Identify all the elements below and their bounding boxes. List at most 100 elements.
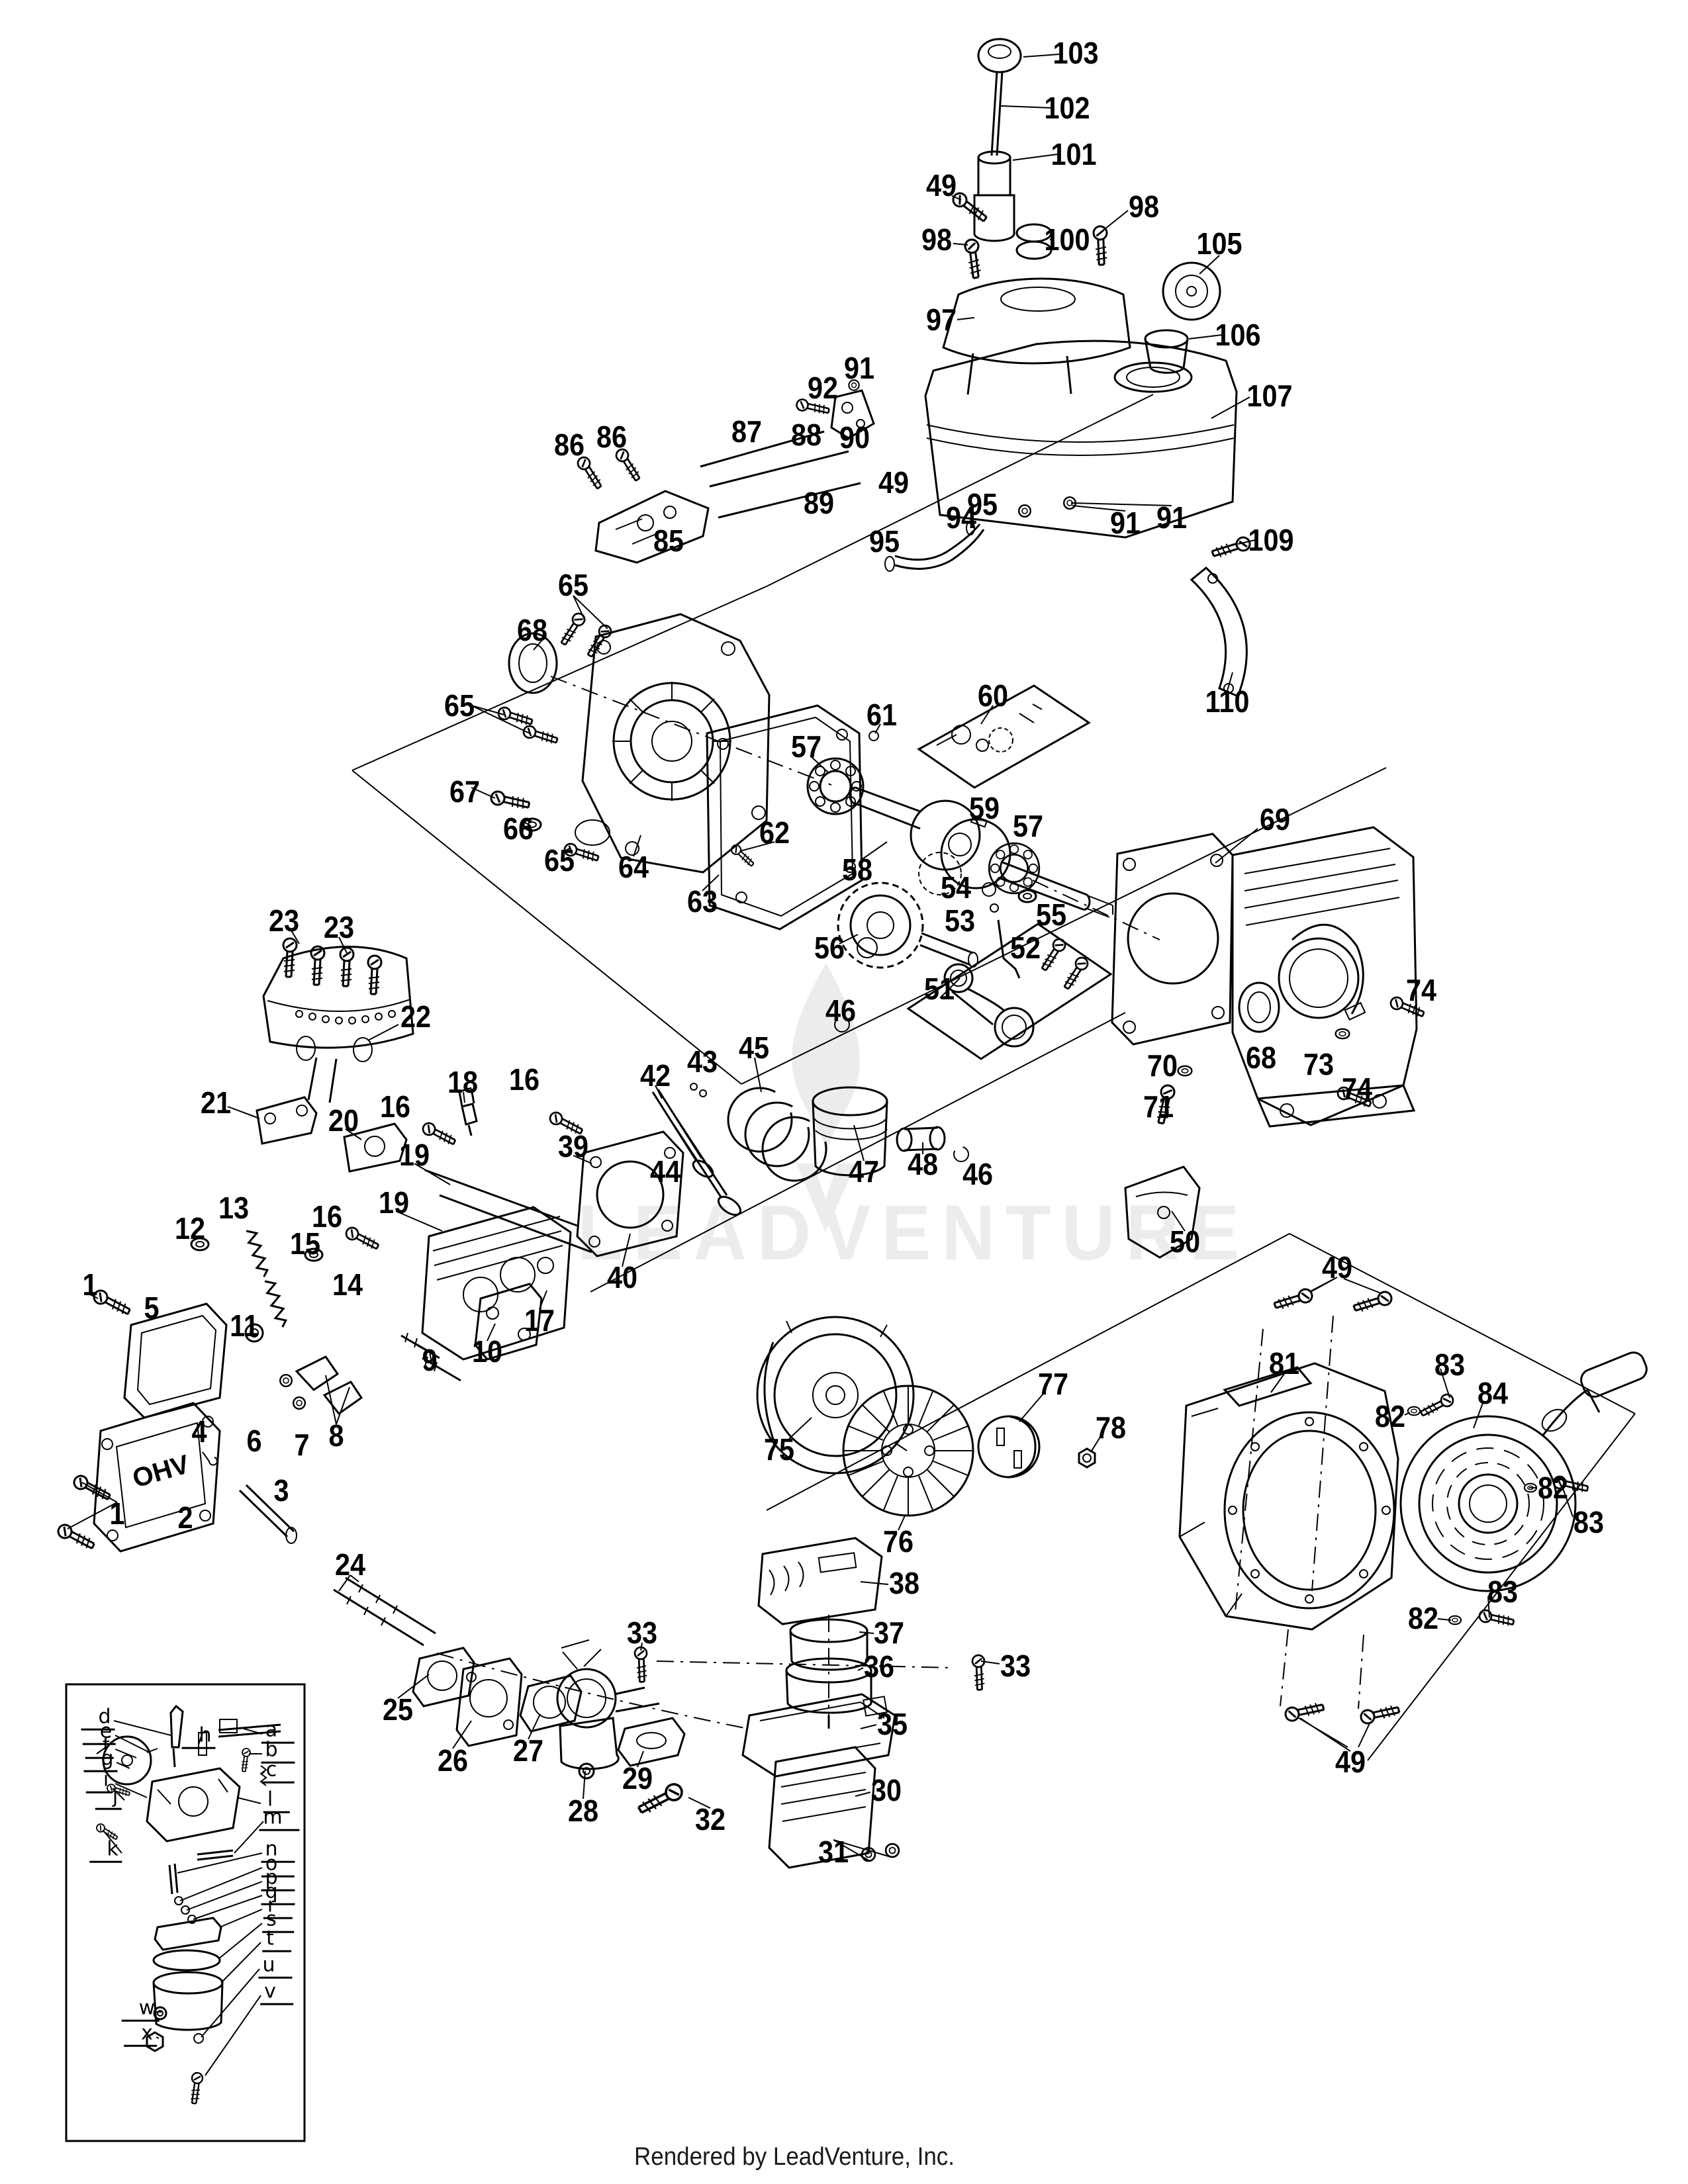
part-callout-31: 31 — [818, 1835, 849, 1869]
part-callout-33: 33 — [1000, 1649, 1031, 1683]
flywheel-drawing — [756, 1316, 1096, 1517]
part-callout-83: 83 — [1487, 1574, 1519, 1609]
part-callout-23: 23 — [323, 910, 355, 944]
part-callout-6: 6 — [246, 1424, 262, 1458]
leader-lines — [67, 54, 1573, 1862]
inset-callout-c: c — [261, 1760, 295, 1784]
part-callout-68: 68 — [1245, 1040, 1277, 1075]
part-callout-101: 101 — [1051, 137, 1097, 171]
part-callout-57: 57 — [790, 729, 822, 764]
part-callout-8: 8 — [328, 1418, 344, 1453]
part-callout-38: 38 — [888, 1566, 920, 1600]
part-callout-94: 94 — [945, 500, 977, 535]
part-callout-21: 21 — [200, 1085, 232, 1120]
part-callout-86: 86 — [596, 420, 628, 454]
part-callout-20: 20 — [328, 1103, 359, 1138]
part-callout-16: 16 — [379, 1089, 411, 1124]
part-callout-65: 65 — [444, 688, 475, 723]
part-callout-91: 91 — [1109, 506, 1141, 540]
part-callout-4: 4 — [191, 1414, 207, 1449]
part-callout-22: 22 — [400, 999, 432, 1034]
part-callout-81: 81 — [1268, 1346, 1300, 1381]
inset-callout-m: m — [259, 1807, 300, 1831]
part-callout-91: 91 — [843, 351, 875, 385]
part-callout-84: 84 — [1477, 1376, 1509, 1410]
part-callout-7: 7 — [294, 1428, 310, 1462]
part-callout-46: 46 — [825, 993, 857, 1028]
inset-callout-l: l — [263, 1790, 291, 1813]
part-callout-13: 13 — [218, 1191, 250, 1225]
part-callout-5: 5 — [144, 1291, 160, 1325]
part-callout-107: 107 — [1246, 379, 1293, 413]
part-callout-28: 28 — [567, 1794, 599, 1828]
part-callout-52: 52 — [1009, 931, 1041, 965]
inset-callout-f: f — [85, 1735, 114, 1759]
part-callout-88: 88 — [790, 418, 822, 452]
part-callout-82: 82 — [1374, 1399, 1406, 1433]
part-callout-65: 65 — [557, 568, 589, 602]
part-callout-60: 60 — [977, 678, 1009, 713]
part-callout-16: 16 — [311, 1199, 343, 1234]
part-callout-98: 98 — [921, 222, 953, 257]
part-callout-48: 48 — [907, 1147, 939, 1181]
part-callout-78: 78 — [1095, 1410, 1127, 1445]
part-callout-49: 49 — [925, 168, 957, 203]
inset-callout-i: i — [85, 1770, 113, 1794]
carburetor-inset-drawing — [65, 1683, 306, 2142]
part-callout-9: 9 — [422, 1343, 438, 1377]
part-callout-106: 106 — [1215, 318, 1261, 352]
part-callout-33: 33 — [626, 1615, 658, 1650]
part-callout-87: 87 — [731, 414, 763, 449]
inset-callout-q: q — [261, 1882, 295, 1905]
fuel-tank-drawing — [884, 38, 1253, 698]
part-callout-64: 64 — [618, 850, 649, 884]
part-callout-83: 83 — [1434, 1347, 1466, 1382]
part-callout-67: 67 — [449, 774, 481, 809]
part-callout-46: 46 — [962, 1157, 994, 1191]
part-callout-74: 74 — [1405, 973, 1437, 1007]
part-callout-45: 45 — [738, 1030, 770, 1065]
part-callout-10: 10 — [471, 1334, 503, 1369]
inset-callout-h: h — [181, 1725, 216, 1749]
part-callout-91: 91 — [1156, 500, 1188, 535]
part-callout-66: 66 — [502, 811, 534, 846]
part-callout-100: 100 — [1044, 222, 1090, 257]
part-callout-73: 73 — [1303, 1047, 1335, 1081]
part-callout-27: 27 — [512, 1733, 544, 1768]
piston-rod-drawing — [576, 923, 1113, 1257]
crankshaft-drawing — [834, 684, 1113, 1032]
part-callout-83: 83 — [1573, 1505, 1605, 1539]
part-callout-19: 19 — [399, 1138, 430, 1172]
part-callout-1: 1 — [82, 1267, 98, 1302]
part-callout-69: 69 — [1259, 802, 1291, 837]
inset-callout-d: d — [81, 1707, 115, 1731]
part-callout-90: 90 — [839, 420, 870, 455]
part-callout-75: 75 — [763, 1432, 795, 1467]
control-bracket-drawing — [575, 379, 875, 564]
part-callout-82: 82 — [1537, 1471, 1569, 1505]
muffler-head-drawing: OHV — [55, 937, 592, 1553]
part-callout-54: 54 — [940, 870, 972, 905]
part-callout-62: 62 — [759, 815, 790, 850]
footer-credit: Rendered by LeadVenture, Inc. — [634, 2143, 955, 2171]
inset-callout-e: e — [82, 1721, 117, 1745]
part-callout-15: 15 — [289, 1226, 321, 1261]
part-callout-47: 47 — [848, 1154, 880, 1189]
inset-callout-a: a — [261, 1720, 295, 1744]
ohv-embossed-text: OHV — [129, 1449, 193, 1493]
part-callout-11: 11 — [230, 1308, 259, 1343]
part-callout-86: 86 — [553, 428, 585, 462]
part-callout-2: 2 — [177, 1500, 193, 1535]
inset-callout-t: t — [262, 1929, 291, 1952]
inset-callout-w: w — [121, 1998, 160, 2022]
inset-callout-b: b — [261, 1740, 295, 1764]
part-callout-110: 110 — [1205, 684, 1250, 719]
part-callout-43: 43 — [686, 1044, 718, 1079]
part-callout-44: 44 — [649, 1154, 681, 1189]
part-callout-26: 26 — [437, 1743, 469, 1778]
part-callout-82: 82 — [1407, 1601, 1439, 1635]
part-callout-92: 92 — [807, 371, 839, 405]
part-callout-85: 85 — [653, 523, 684, 558]
